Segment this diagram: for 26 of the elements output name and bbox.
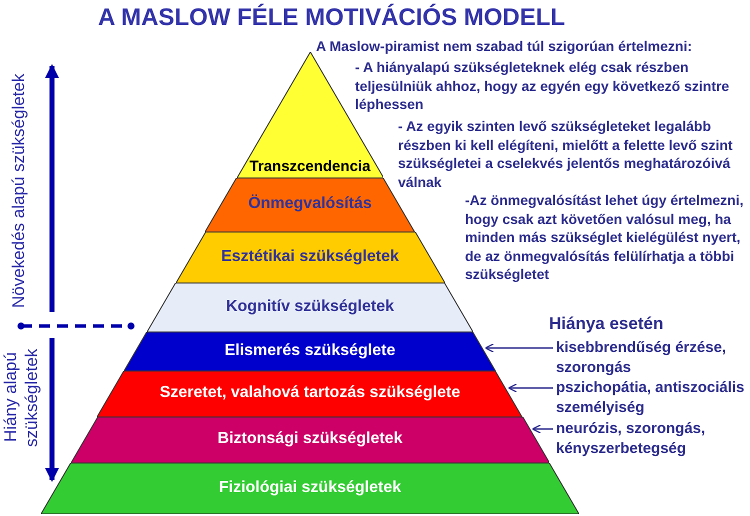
level-label: Önmegvalósítás: [247, 195, 373, 214]
level-label: Biztonsági szükségletek: [216, 430, 404, 448]
pyramid-level: [176, 232, 444, 283]
level-label: Kognitív szükségletek: [224, 298, 396, 316]
pyramid-level: [97, 371, 522, 417]
note-text: - Az egyik szinten levő szükségleteket legalább részben ki kell elégíteni, mielőtt a felette levő szint szükségletei a cselekvés jelentős meghatározóivá válnak: [398, 117, 734, 191]
level-label: Szeretet, valahová tartozás szükséglete: [158, 384, 462, 402]
arrow: [508, 383, 553, 393]
level-label: Elismerés szükséglete: [224, 342, 396, 360]
level-label: Fiziológiai szükségletek: [218, 478, 402, 497]
arrow: [532, 424, 553, 434]
axis-label: Növekedés alapú szükségletek: [8, 72, 29, 310]
pyramid-level: [70, 417, 550, 463]
diagram-title: A MASLOW FÉLE MOTIVÁCIÓS MODELL: [98, 4, 566, 32]
arrow: [484, 343, 553, 353]
pyramid-level: [124, 332, 496, 371]
note-text: -Az önmegvalósítást lehet úgy értelmezni, hogy csak azt követően valósul meg, ha minden más szükséglet kielégülést nyert, de az önmegvalósítás felülírhatja a többi szükségletet: [465, 191, 745, 284]
axis-label: Hiány alapú szükségletek: [0, 347, 42, 449]
heading-text: Hiánya esetén: [549, 315, 664, 334]
consequence-text: neurózis, szorongás, kényszerbetegség: [556, 419, 750, 458]
pyramid-level: [41, 463, 579, 514]
level-label: Transzcendencia: [248, 158, 372, 175]
pyramid-level: [146, 283, 474, 332]
note-text: - A hiányalapú szükségleteknek elég csak részben teljesülniük ahhoz, hogy az egyén egy következő szintre léphessen: [355, 58, 730, 114]
level-label: Esztétikai szükségletek: [220, 248, 400, 266]
note-text: A Maslow-piramist nem szabad túl szigorúan értelmezni:: [316, 37, 693, 56]
